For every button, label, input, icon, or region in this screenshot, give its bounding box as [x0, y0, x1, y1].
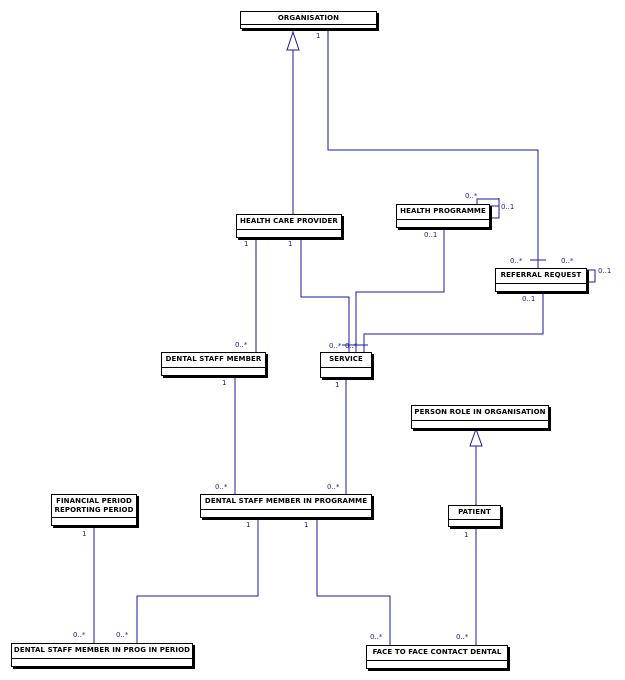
- class-patient[interactable]: PATIENT: [448, 505, 501, 527]
- multiplicity-label: 0..*: [510, 257, 523, 265]
- multiplicity-label: 1: [82, 530, 87, 538]
- multiplicity-label: 0..*: [561, 257, 574, 265]
- generalization-arrowhead-organisation: [286, 30, 300, 51]
- multiplicity-label: 1: [246, 521, 251, 529]
- multiplicity-label: 0..1: [424, 231, 438, 239]
- association-hcp-service: [300, 237, 350, 352]
- multiplicity-label: 0..*: [327, 483, 340, 491]
- multiplicity-label: 0..1: [598, 267, 612, 275]
- class-health-care-provider-title: HEALTH CARE PROVIDER: [240, 217, 338, 225]
- multiplicity-label: 0..*: [116, 631, 129, 639]
- multiplicity-label: 0..*: [456, 633, 469, 641]
- class-organisation-title: ORGANISATION: [277, 14, 340, 22]
- multiplicity-label: 0..*: [345, 342, 358, 350]
- class-dental-staff-member[interactable]: DENTAL STAFF MEMBER: [161, 352, 266, 376]
- association-dsmp-dsmpp: [136, 516, 259, 643]
- multiplicity-label: 1: [335, 381, 340, 389]
- multiplicity-label: 1: [244, 240, 249, 248]
- multiplicity-label: 0..*: [329, 342, 342, 350]
- class-dental-staff-member-in-prog-in-period[interactable]: DENTAL STAFF MEMBER IN PROG IN PERIOD: [11, 643, 193, 667]
- class-service[interactable]: SERVICE: [320, 352, 372, 378]
- class-health-care-provider[interactable]: HEALTH CARE PROVIDER: [236, 214, 342, 238]
- association-dsmp-face-to-face: [316, 516, 391, 645]
- multiplicity-label: 0..*: [235, 341, 248, 349]
- self-association-health-programme: [489, 198, 500, 219]
- multiplicity-label: 0..*: [370, 633, 383, 641]
- class-person-role-in-organisation-title: PERSON ROLE IN ORGANISATION: [414, 408, 546, 416]
- multiplicity-label: 1: [316, 32, 321, 40]
- class-health-programme-title: HEALTH PROGRAMME: [400, 207, 486, 215]
- class-face-to-face-contact-dental[interactable]: FACE TO FACE CONTACT DENTAL: [366, 645, 508, 669]
- multiplicity-label: 0..*: [465, 192, 478, 200]
- multiplicity-label: 1: [304, 521, 309, 529]
- class-referral-request[interactable]: REFERRAL REQUEST: [495, 268, 587, 292]
- class-person-role-in-organisation[interactable]: PERSON ROLE IN ORGANISATION: [411, 405, 549, 429]
- association-referral-request-service: [363, 292, 544, 352]
- class-patient-title: PATIENT: [458, 508, 491, 516]
- self-association-health-programme-loop: [476, 198, 499, 205]
- self-association-referral-request: [587, 269, 596, 283]
- class-financial-period[interactable]: FINANCIAL PERIOD REPORTING PERIOD: [51, 494, 137, 526]
- class-organisation[interactable]: ORGANISATION: [240, 11, 377, 29]
- class-dental-staff-member-in-prog-in-period-title: DENTAL STAFF MEMBER IN PROG IN PERIOD: [13, 646, 191, 654]
- multiplicity-label: 1: [464, 531, 469, 539]
- class-financial-period-title: FINANCIAL PERIOD REPORTING PERIOD: [54, 497, 134, 514]
- class-health-programme[interactable]: HEALTH PROGRAMME: [396, 204, 490, 228]
- class-referral-request-title: REFERRAL REQUEST: [500, 271, 582, 279]
- class-face-to-face-contact-dental-title: FACE TO FACE CONTACT DENTAL: [372, 648, 502, 656]
- class-dental-staff-member-title: DENTAL STAFF MEMBER: [165, 355, 262, 363]
- class-dental-staff-member-in-programme[interactable]: DENTAL STAFF MEMBER IN PROGRAMME: [200, 494, 372, 518]
- multiplicity-label: 0..*: [215, 483, 228, 491]
- class-dental-staff-member-in-programme-title: DENTAL STAFF MEMBER IN PROGRAMME: [204, 497, 368, 505]
- multiplicity-label: 0..1: [501, 203, 515, 211]
- association-organisation-referral-request: [327, 28, 539, 268]
- multiplicity-label: 1: [288, 240, 293, 248]
- generalization-arrowhead-person-role: [469, 427, 483, 447]
- multiplicity-label: 1: [222, 379, 227, 387]
- multiplicity-label: 0..*: [73, 631, 86, 639]
- multiplicity-label: 0..1: [522, 295, 536, 303]
- association-health-programme-service: [355, 228, 445, 352]
- class-service-title: SERVICE: [329, 355, 363, 363]
